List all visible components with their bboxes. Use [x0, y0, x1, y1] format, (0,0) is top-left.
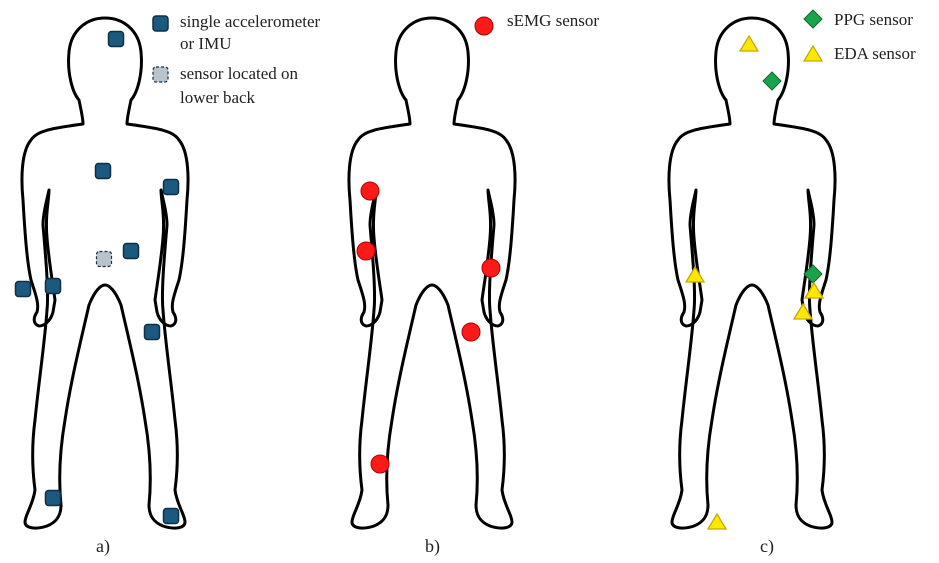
- ppg-sensor-marker: [763, 72, 781, 90]
- semg-sensor-marker: [482, 259, 500, 277]
- semg-sensor-marker: [371, 455, 389, 473]
- legend-eda: EDA sensor: [834, 44, 916, 63]
- imu-sensor-marker: [16, 282, 31, 297]
- diamond-marker-icon: [804, 10, 822, 28]
- semg-sensor-marker: [357, 242, 375, 260]
- legend-imu-line1: single accelerometer: [180, 12, 321, 31]
- legend-semg: sEMG sensor: [507, 11, 599, 30]
- imu-sensor-marker: [109, 32, 124, 47]
- eda-sensor-marker: [740, 36, 758, 51]
- legend-lowback-line2: lower back: [180, 88, 256, 107]
- circle-marker-icon: [475, 17, 493, 35]
- imu-markers: [16, 32, 179, 524]
- imu-sensor-marker: [164, 509, 179, 524]
- imu-sensor-marker: [46, 491, 61, 506]
- imu-sensor-marker: [46, 279, 61, 294]
- imu-sensor-marker: [96, 164, 111, 179]
- legend-lowback-line1: sensor located on: [180, 64, 299, 83]
- panel-b: sEMG sensor b): [349, 11, 599, 557]
- panel-a: single accelerometer or IMU sensor locat…: [16, 12, 321, 557]
- dashed-square-marker-icon: [153, 67, 168, 82]
- caption-c: c): [760, 536, 774, 557]
- panel-c: PPG sensor EDA sensor c): [669, 10, 916, 557]
- imu-sensor-marker: [124, 244, 139, 259]
- semg-sensor-marker: [462, 323, 480, 341]
- caption-b: b): [425, 536, 440, 557]
- caption-a: a): [96, 536, 110, 557]
- eda-sensor-marker: [708, 514, 726, 529]
- triangle-marker-icon: [804, 46, 822, 61]
- eda-sensor-marker: [686, 267, 704, 282]
- legend-imu-line2: or IMU: [180, 34, 231, 53]
- square-marker-icon: [153, 16, 168, 31]
- eda-sensor-marker: [805, 283, 823, 298]
- legend-ppg: PPG sensor: [834, 10, 913, 29]
- imu-sensor-marker: [145, 325, 160, 340]
- body-outline-a: [22, 18, 188, 528]
- semg-markers: [357, 182, 500, 473]
- lower-back-sensor-marker: [97, 252, 112, 267]
- semg-sensor-marker: [361, 182, 379, 200]
- imu-sensor-marker: [164, 180, 179, 195]
